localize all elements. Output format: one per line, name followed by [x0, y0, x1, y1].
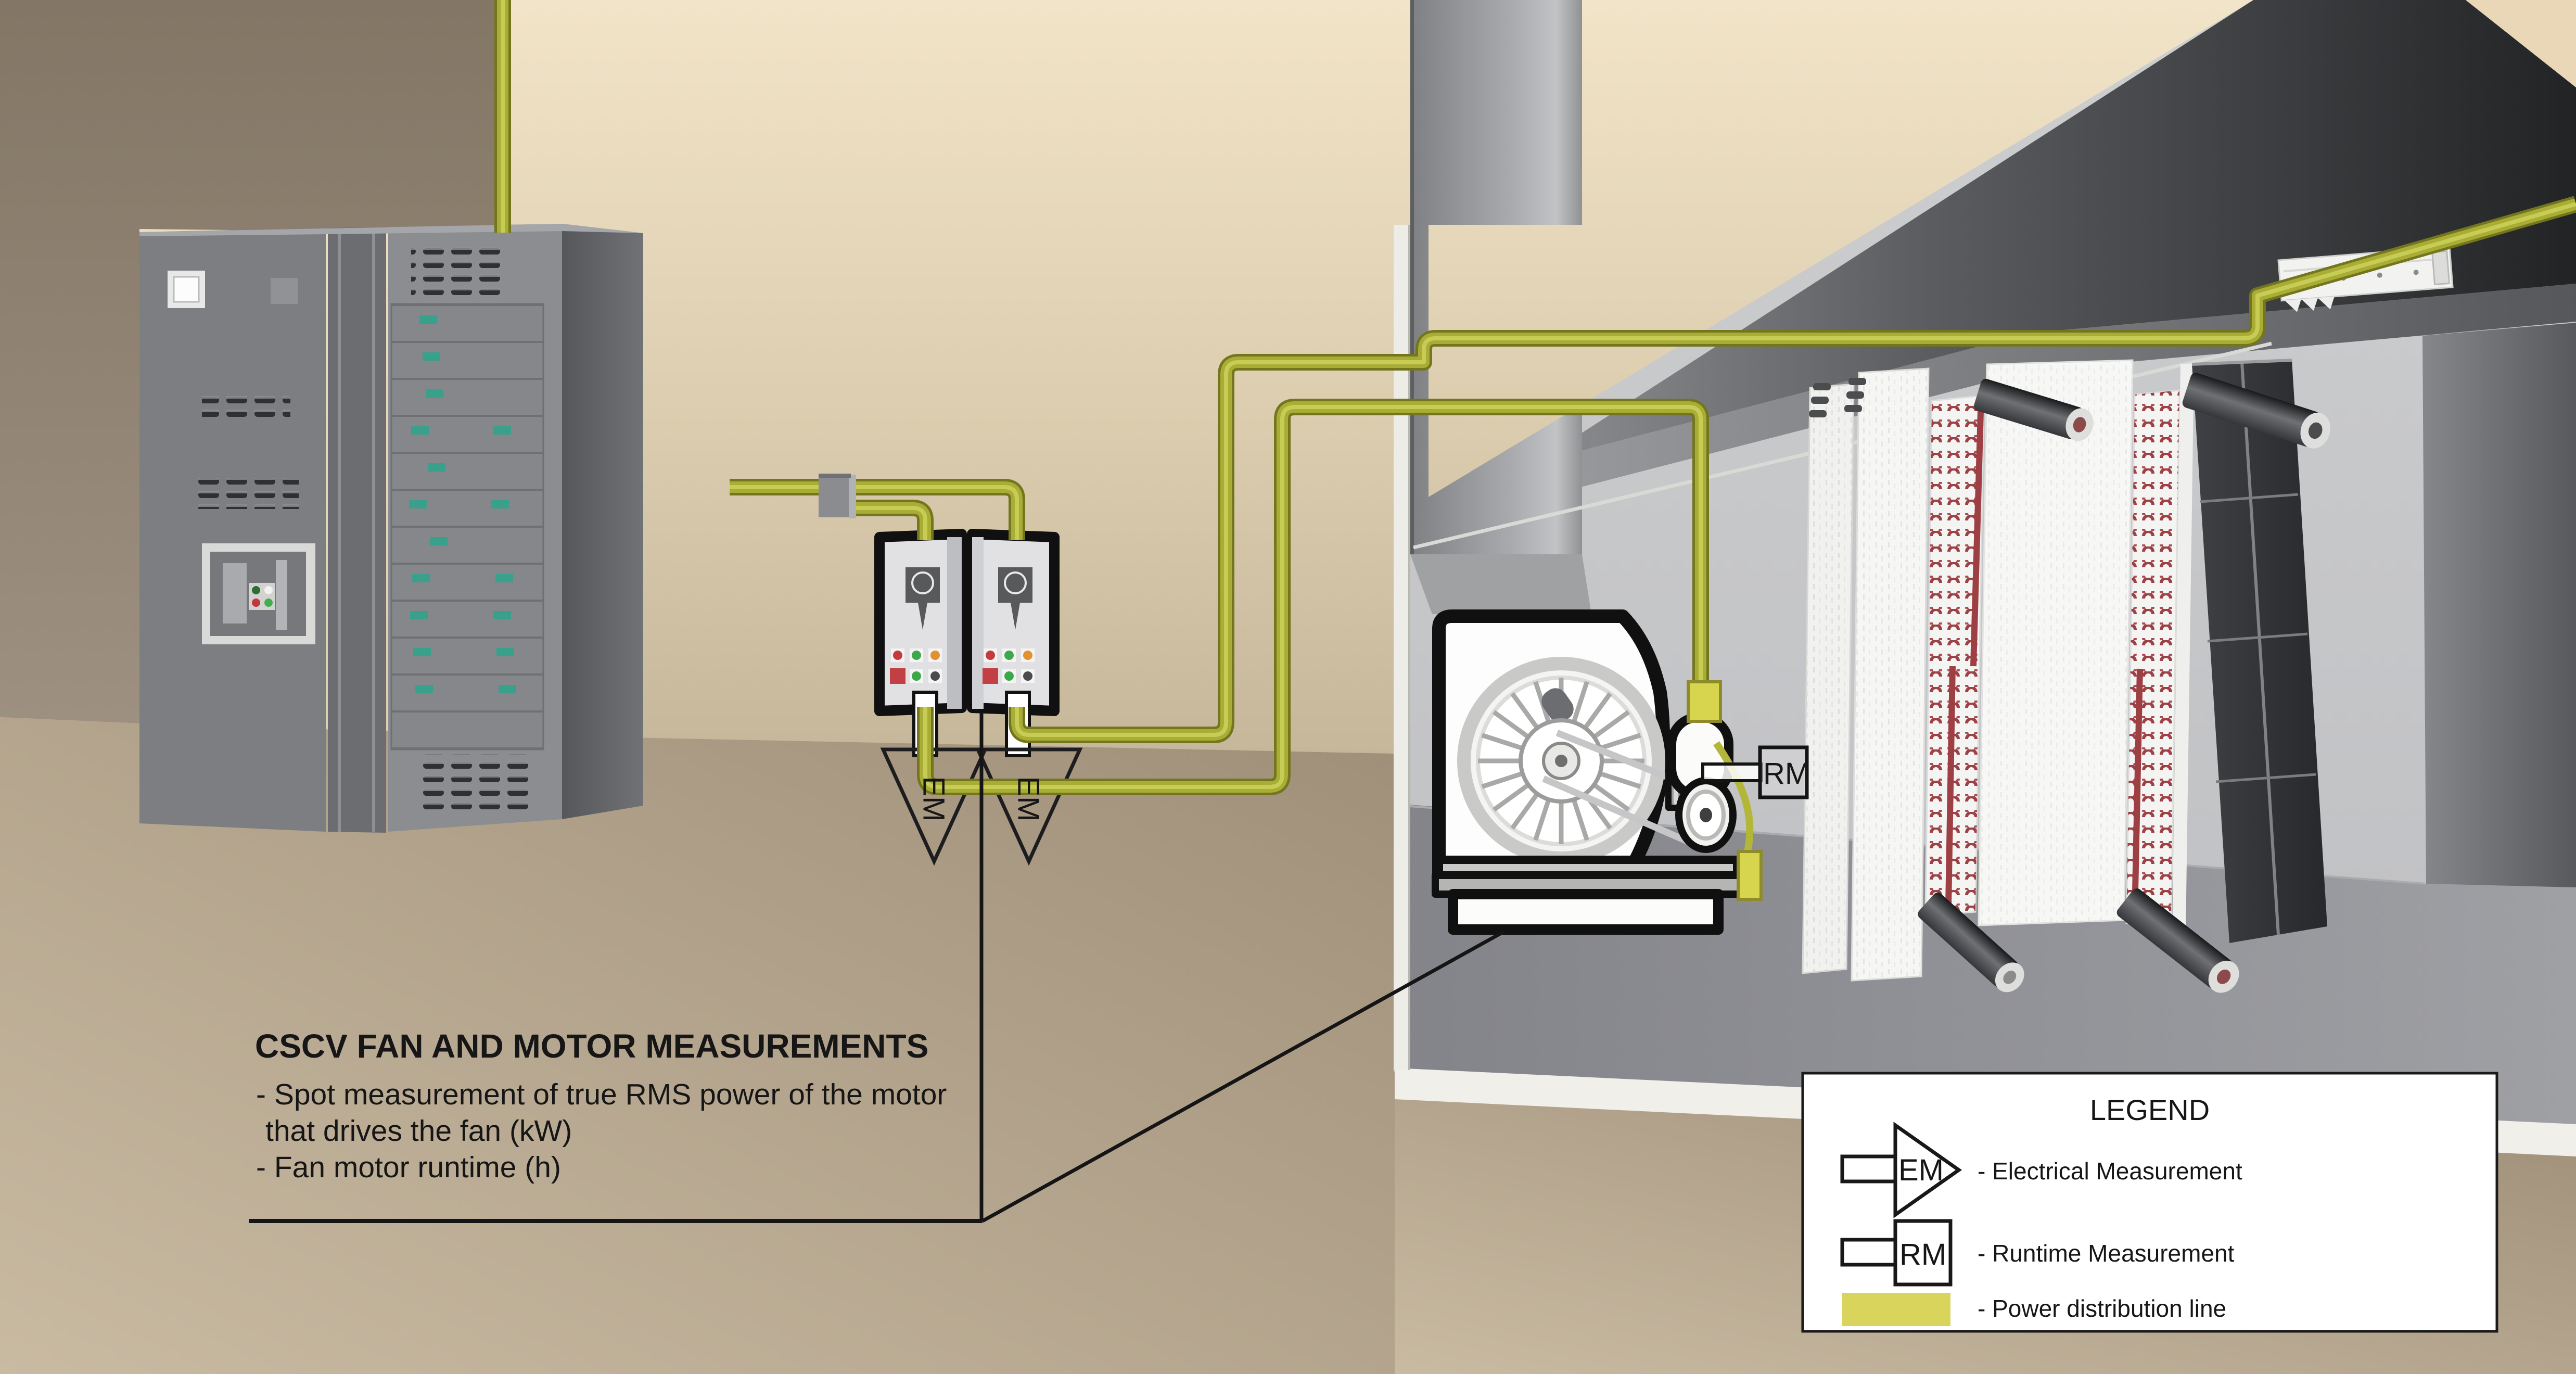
legend-rm-symbol: RM	[1899, 1238, 1946, 1271]
interior-right-wall	[2422, 323, 2576, 887]
floor-junction-box	[1737, 850, 1763, 901]
em-label-left: EM	[917, 777, 951, 822]
legend-title: LEGEND	[2090, 1093, 2210, 1126]
switchgear-cabinet	[139, 224, 643, 833]
power-line-cabinet-feed	[494, 0, 819, 495]
ceiling-void	[1405, 0, 2576, 527]
leader-diagonal	[981, 930, 1505, 1223]
annotation-line-1: - Spot measurement of true RMS power of …	[256, 1078, 947, 1111]
rm-box	[1758, 745, 1809, 799]
legend-em-row: EM - Electrical Measurement	[1840, 1122, 2242, 1218]
ceiling-slab-edge	[1405, 284, 2576, 532]
legend-em-symbol: EM	[1898, 1153, 1944, 1187]
legend-box	[1801, 1072, 2498, 1333]
power-distribution-lines	[494, 0, 2576, 795]
exterior-wall-shaded	[0, 0, 507, 723]
cabinet-button	[271, 278, 298, 304]
fan-base	[1432, 856, 1744, 935]
filter-coil-bank	[1802, 359, 2331, 993]
power-line-to-fan-motor	[917, 399, 1709, 795]
annotation-callout: CSCV FAN AND MOTOR MEASUREMENTS - Spot m…	[249, 712, 1505, 1223]
vfd-knob-left	[906, 567, 940, 630]
rm-probe-bar	[1701, 762, 1763, 782]
coil-headers	[1809, 378, 1866, 417]
em-label-right: EM	[1012, 777, 1045, 822]
wall-cut-edge	[1394, 225, 1409, 1070]
legend-rm-row: RM - Runtime Measurement	[1840, 1219, 2235, 1287]
annotation-line-3: - Fan motor runtime (h)	[256, 1151, 561, 1184]
roller-top-right	[2182, 373, 2331, 449]
legend-rm-box	[1893, 1219, 1953, 1287]
motor-junction-box	[1687, 680, 1722, 723]
vfd-buttons-right	[983, 648, 1035, 684]
em-symbol-left	[880, 747, 988, 866]
fan-belt	[1542, 775, 1698, 848]
cabinet-control-panel	[202, 543, 315, 644]
rm-symbol: RM	[1701, 745, 1810, 799]
legend-em-label: - Electrical Measurement	[1978, 1157, 2242, 1185]
power-line-vfd-feeds	[856, 479, 1025, 540]
vfd-knob-right	[998, 567, 1032, 630]
roller-top-left	[1974, 378, 2094, 441]
vfd-buttons-left	[890, 648, 942, 684]
heat-exchanger-panel	[2191, 359, 2327, 943]
duct-upper	[1410, 0, 1582, 225]
roller-bottom-left	[1918, 893, 2024, 993]
exterior-floor	[0, 717, 1395, 1374]
air-handler-fan	[1432, 609, 1744, 935]
vent-grille	[411, 244, 506, 302]
fan-motor	[1665, 713, 1737, 853]
legend-rm-label: - Runtime Measurement	[1978, 1240, 2235, 1267]
duct-edge-line	[1410, 0, 1414, 225]
roof-slab	[2466, 0, 2576, 87]
legend: LEGEND EM - Electrical Measurement RM - …	[1801, 1072, 2498, 1333]
annotation-line-2: that drives the fan (kW)	[265, 1114, 572, 1148]
vent-grille	[196, 478, 299, 509]
legend-em-bar	[1840, 1154, 1897, 1184]
breaker-column	[390, 303, 544, 750]
legend-power-label: - Power distribution line	[1978, 1295, 2226, 1322]
conduit-junction-box	[819, 474, 856, 518]
vfd-drives	[874, 529, 1060, 757]
roller-bottom-right	[2116, 888, 2239, 993]
annotation-title: CSCV FAN AND MOTOR MEASUREMENTS	[255, 1027, 928, 1065]
legend-power-row: - Power distribution line	[1842, 1293, 2226, 1326]
vent-grille	[202, 391, 290, 423]
power-line-ceiling-run	[1009, 196, 2576, 743]
legend-power-swatch	[1842, 1293, 1950, 1326]
vent-grille	[419, 755, 535, 810]
legend-rm-bar	[1840, 1238, 1897, 1267]
legend-em-triangle	[1893, 1122, 1962, 1218]
rm-label: RM	[1763, 757, 1810, 791]
em-symbol-right	[975, 747, 1083, 866]
